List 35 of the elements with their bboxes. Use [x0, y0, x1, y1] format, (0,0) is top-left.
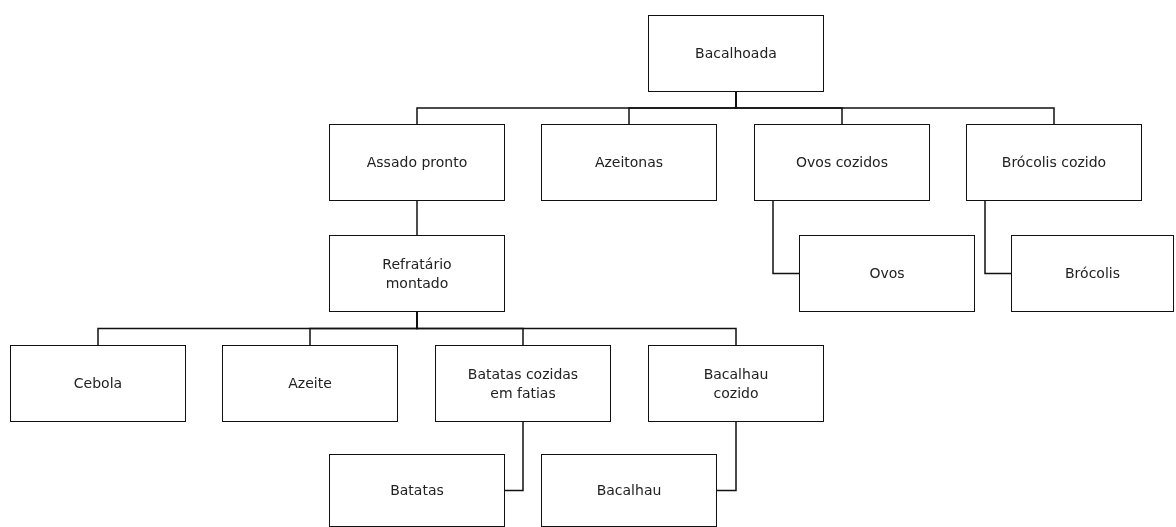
item-box	[329, 124, 505, 201]
connector-line	[716, 421, 737, 492]
item-box	[648, 15, 824, 92]
item-box	[329, 235, 505, 312]
item-label: Brócolis cozido	[1001, 153, 1107, 172]
item-label: Bacalhoada	[695, 44, 777, 63]
connector-line	[735, 91, 1055, 125]
connector-line	[504, 421, 524, 492]
item-box	[648, 345, 824, 422]
connector-line	[416, 311, 737, 346]
item-label: Assado pronto	[366, 153, 468, 172]
item-box	[10, 345, 186, 422]
connector-line	[772, 200, 800, 275]
item-box	[1011, 235, 1174, 312]
item-label: Bacalhau	[596, 481, 662, 500]
item-box	[754, 124, 930, 201]
item-label: Ovos	[869, 264, 905, 283]
item-box	[799, 235, 975, 312]
item-label: Azeite	[288, 374, 332, 393]
item-box	[435, 345, 611, 422]
item-label: Cebola	[73, 374, 123, 393]
item-label: Batatas cozidas em fatias	[466, 365, 580, 402]
connector-line	[416, 200, 418, 236]
item-box	[966, 124, 1142, 201]
item-box	[541, 454, 717, 527]
item-label: Bacalhau cozido	[702, 365, 770, 402]
item-box	[541, 124, 717, 201]
item-label: Brócolis	[1065, 264, 1120, 283]
item-label: Batatas	[390, 481, 444, 500]
item-label: Refratário montado	[381, 255, 453, 292]
connector-line	[984, 200, 1012, 275]
item-label: Ovos cozidos	[796, 153, 888, 172]
item-label: Azeitonas	[594, 153, 664, 172]
item-box	[329, 454, 505, 527]
item-box	[222, 345, 398, 422]
